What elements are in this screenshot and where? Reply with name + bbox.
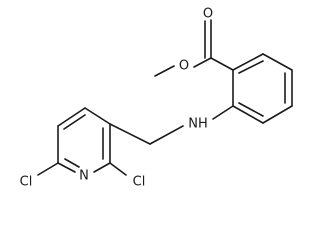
bond-carbonyl-ring	[210, 57, 234, 71]
bond-pyridine-inner-2	[64, 158, 80, 168]
bond-pyridine-5	[57, 107, 86, 127]
bond-pyridine-2	[93, 162, 111, 173]
carbonyl-oxygen-label: O	[203, 7, 213, 22]
bonds	[37, 19, 293, 176]
atom-labels: O O NH N Cl Cl	[20, 7, 213, 190]
bond-benzene-inner-3	[238, 102, 264, 117]
bond-c-cl-right	[109, 162, 127, 176]
bond-pyridine-3	[57, 162, 76, 173]
ring-nitrogen-label: N	[79, 169, 89, 184]
molecule-structure-diagram: O O NH N Cl Cl	[20, 7, 293, 190]
bond-pyridine-6	[84, 107, 111, 125]
bond-methyl-o	[154, 65, 175, 77]
bond-nh-ch2	[149, 125, 184, 145]
chlorine-left-label: Cl	[20, 175, 33, 190]
bond-benzene-2	[262, 53, 293, 71]
bond-benzene-4	[262, 105, 293, 124]
bond-o-carbonyl-carbon	[193, 57, 212, 68]
amine-label: NH	[188, 117, 208, 132]
ester-oxygen-label: O	[179, 59, 189, 74]
bond-benzene-5	[232, 105, 264, 124]
bond-ch2-pyridine	[109, 123, 151, 145]
chlorine-right-label: Cl	[133, 175, 146, 190]
bond-benzene-1	[232, 53, 264, 71]
bond-c-cl-left	[37, 162, 59, 176]
bond-benzene-inner-1	[238, 60, 264, 74]
bond-ring-nh	[212, 105, 234, 120]
bond-pyridine-inner-3	[63, 114, 86, 130]
